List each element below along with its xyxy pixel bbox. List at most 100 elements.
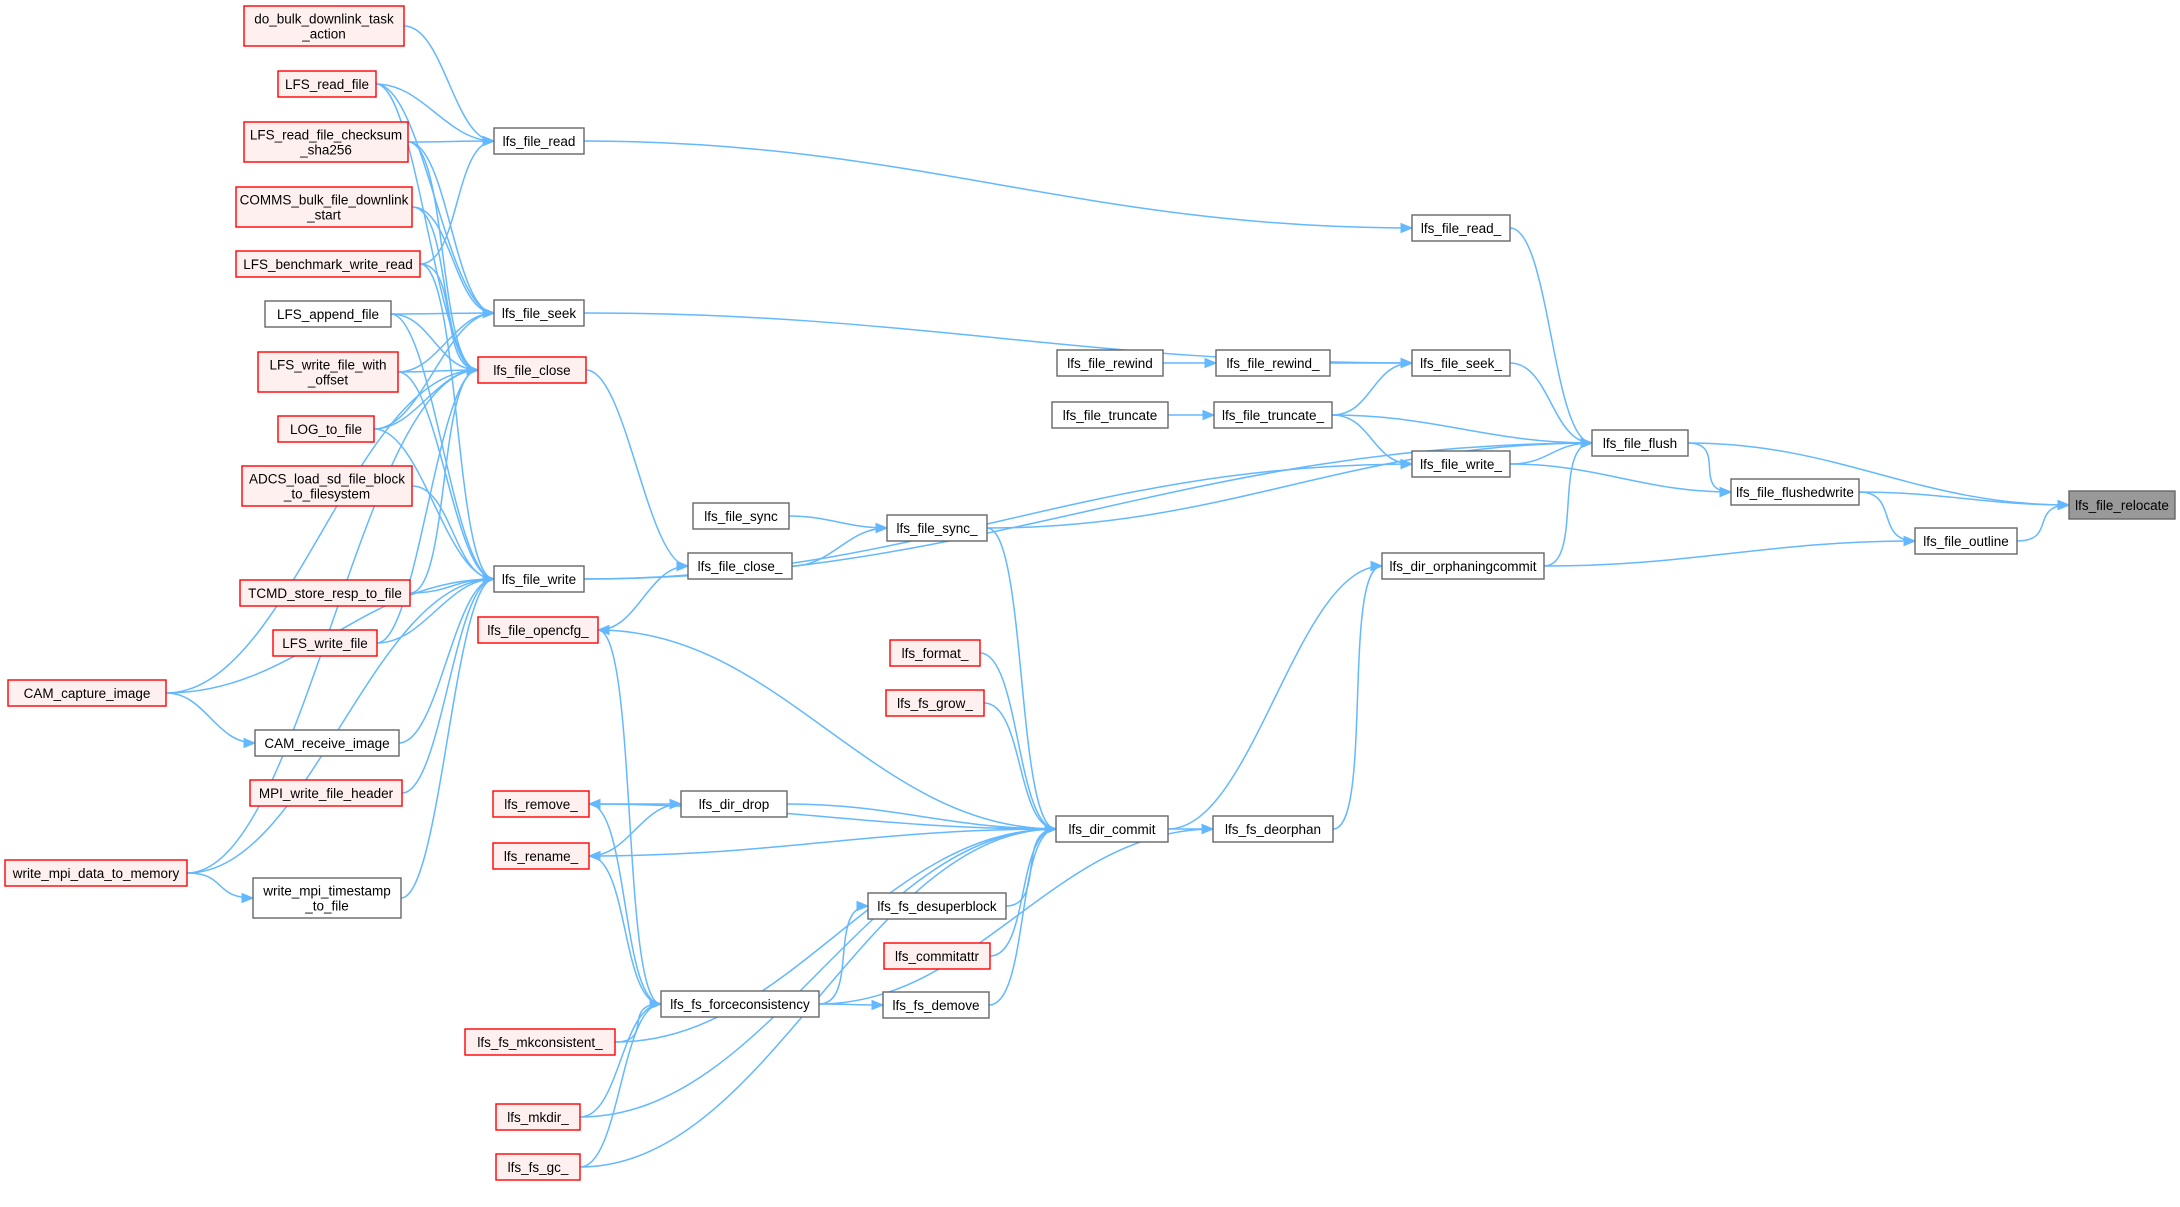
- call-edge-tcmd-to-close: [409, 364, 480, 594]
- node-format[interactable]: lfs_format_: [889, 639, 981, 667]
- node-box: [235, 186, 413, 228]
- node-commitattr[interactable]: lfs_commitattr: [883, 942, 991, 970]
- node-box: [886, 514, 988, 542]
- node-lfs_write_file[interactable]: LFS_write_file: [272, 629, 378, 657]
- node-desuperblock[interactable]: lfs_fs_desuperblock: [867, 892, 1007, 920]
- call-edge-opencfg-to-commit: [597, 629, 1058, 835]
- node-comms_bulk[interactable]: COMMS_bulk_file_downlink_start: [235, 186, 413, 228]
- node-label: _offset: [307, 373, 349, 388]
- node-grow[interactable]: lfs_fs_grow_: [885, 689, 985, 717]
- node-gc[interactable]: lfs_fs_gc_: [495, 1153, 581, 1181]
- node-mpi_ts[interactable]: write_mpi_timestamp_to_file: [252, 877, 402, 919]
- node-box: [1914, 527, 2018, 555]
- call-edge-cam_receive-to-write: [398, 573, 496, 744]
- node-read[interactable]: lfs_file_read: [493, 127, 585, 155]
- call-edge-comms_bulk-to-seek: [411, 206, 496, 319]
- node-append[interactable]: LFS_append_file: [264, 300, 392, 328]
- node-label: _action: [301, 27, 346, 42]
- node-bulk_task[interactable]: do_bulk_downlink_task_action: [243, 5, 405, 47]
- node-mkconsistent[interactable]: lfs_fs_mkconsistent_: [464, 1028, 616, 1056]
- node-truncate[interactable]: lfs_file_truncate: [1051, 401, 1169, 429]
- node-sync_[interactable]: lfs_file_sync_: [886, 514, 988, 542]
- node-log_to_file[interactable]: LOG_to_file: [277, 415, 375, 443]
- node-opencfg[interactable]: lfs_file_opencfg_: [477, 616, 599, 644]
- node-write_[interactable]: lfs_file_write_: [1411, 450, 1511, 478]
- node-seek[interactable]: lfs_file_seek: [493, 299, 585, 327]
- call-edge-desuperblock-to-commit: [1005, 823, 1058, 907]
- node-dirdrop[interactable]: lfs_dir_drop: [680, 790, 788, 818]
- call-edge-gc-to-forceconsistency: [579, 998, 663, 1168]
- node-box: [1055, 815, 1169, 843]
- node-box: [1411, 349, 1511, 377]
- node-label: write_mpi_timestamp: [262, 884, 391, 899]
- node-mpi_header[interactable]: MPI_write_file_header: [249, 779, 403, 807]
- node-write[interactable]: lfs_file_write: [493, 565, 585, 593]
- node-lfs_read_file[interactable]: LFS_read_file: [277, 70, 377, 98]
- node-label: lfs_fs_gc_: [508, 1160, 569, 1175]
- node-label: lfs_file_write: [502, 572, 576, 587]
- node-box: [1056, 349, 1164, 377]
- function-nodes: lfs_file_relocate lfs_file_flush lfs_file_…: [4, 5, 2176, 1181]
- node-rewind_[interactable]: lfs_file_rewind_: [1215, 349, 1331, 377]
- call-edge-remove-to-dirdrop: [589, 798, 683, 810]
- node-relocate[interactable]: lfs_file_relocate: [2068, 490, 2176, 520]
- node-sync[interactable]: lfs_file_sync: [692, 502, 790, 530]
- call-edge-forceconsistency-to-remove: [587, 798, 662, 1005]
- node-label: lfs_fs_desuperblock: [877, 899, 997, 914]
- node-tcmd[interactable]: TCMD_store_resp_to_file: [239, 579, 411, 607]
- node-box: [1591, 429, 1689, 457]
- call-edge-commit-to-orphaningcommit: [1167, 560, 1384, 830]
- node-label: LFS_write_file_with: [269, 358, 386, 373]
- node-box: [495, 1103, 581, 1131]
- node-seek_[interactable]: lfs_file_seek_: [1411, 349, 1511, 377]
- node-mkdir[interactable]: lfs_mkdir_: [495, 1103, 581, 1131]
- call-edge-mpi_data-to-mpi_ts: [186, 872, 255, 904]
- call-edge-rewind_-to-seek_: [1329, 357, 1414, 369]
- node-box: [883, 942, 991, 970]
- node-deorphan[interactable]: lfs_fs_deorphan: [1212, 815, 1334, 843]
- node-label: lfs_commitattr: [895, 949, 980, 964]
- node-outline[interactable]: lfs_file_outline: [1914, 527, 2018, 555]
- node-rewind[interactable]: lfs_file_rewind: [1056, 349, 1164, 377]
- call-edge-mkdir-to-commit: [579, 823, 1058, 1118]
- node-box: [241, 465, 413, 507]
- node-commit[interactable]: lfs_dir_commit: [1055, 815, 1169, 843]
- node-box: [1215, 349, 1331, 377]
- call-edge-read_-to-flush: [1509, 227, 1594, 449]
- node-box: [1730, 478, 1860, 506]
- node-benchmark[interactable]: LFS_benchmark_write_read: [235, 250, 421, 278]
- call-edge-outline-to-relocate: [2016, 499, 2071, 542]
- node-label: lfs_fs_demove: [892, 998, 979, 1013]
- node-flushedwrite[interactable]: lfs_file_flushedwrite: [1730, 478, 1860, 506]
- node-adcs[interactable]: ADCS_load_sd_file_block_to_filesystem: [241, 465, 413, 507]
- call-edge-append-to-write: [390, 313, 496, 585]
- node-label: LFS_read_file: [285, 77, 369, 92]
- node-cam_capture[interactable]: CAM_capture_image: [7, 679, 167, 707]
- call-edge-truncate_-to-flush: [1331, 414, 1594, 449]
- node-box: [1411, 450, 1511, 478]
- node-label: lfs_file_rewind_: [1226, 356, 1320, 371]
- node-label: lfs_dir_commit: [1068, 822, 1155, 837]
- node-read_checksum[interactable]: LFS_read_file_checksum_sha256: [243, 121, 409, 163]
- node-rename[interactable]: lfs_rename_: [492, 842, 590, 870]
- node-close[interactable]: lfs_file_close: [477, 356, 587, 384]
- node-label: lfs_file_outline: [1923, 534, 2009, 549]
- node-box: [692, 502, 790, 530]
- node-remove[interactable]: lfs_remove_: [492, 790, 590, 818]
- node-flush[interactable]: lfs_file_flush: [1591, 429, 1689, 457]
- node-forceconsistency[interactable]: lfs_fs_forceconsistency: [660, 990, 820, 1018]
- call-edge-forceconsistency-to-rename: [587, 850, 662, 1005]
- node-truncate_[interactable]: lfs_file_truncate_: [1213, 401, 1333, 429]
- node-demove[interactable]: lfs_fs_demove: [882, 991, 990, 1019]
- node-read_[interactable]: lfs_file_read_: [1411, 214, 1511, 242]
- node-orphaningcommit[interactable]: lfs_dir_orphaningcommit: [1381, 552, 1545, 580]
- call-edge-mkdir-to-forceconsistency: [579, 998, 663, 1118]
- call-edge-write_-to-flushedwrite: [1509, 463, 1733, 498]
- node-write_offset[interactable]: LFS_write_file_with_offset: [257, 351, 399, 393]
- node-mpi_data[interactable]: write_mpi_data_to_memory: [4, 859, 188, 887]
- node-close_[interactable]: lfs_file_close_: [687, 552, 793, 580]
- node-box: [477, 616, 599, 644]
- node-cam_receive[interactable]: CAM_receive_image: [254, 729, 400, 757]
- node-label: lfs_file_close: [493, 363, 570, 378]
